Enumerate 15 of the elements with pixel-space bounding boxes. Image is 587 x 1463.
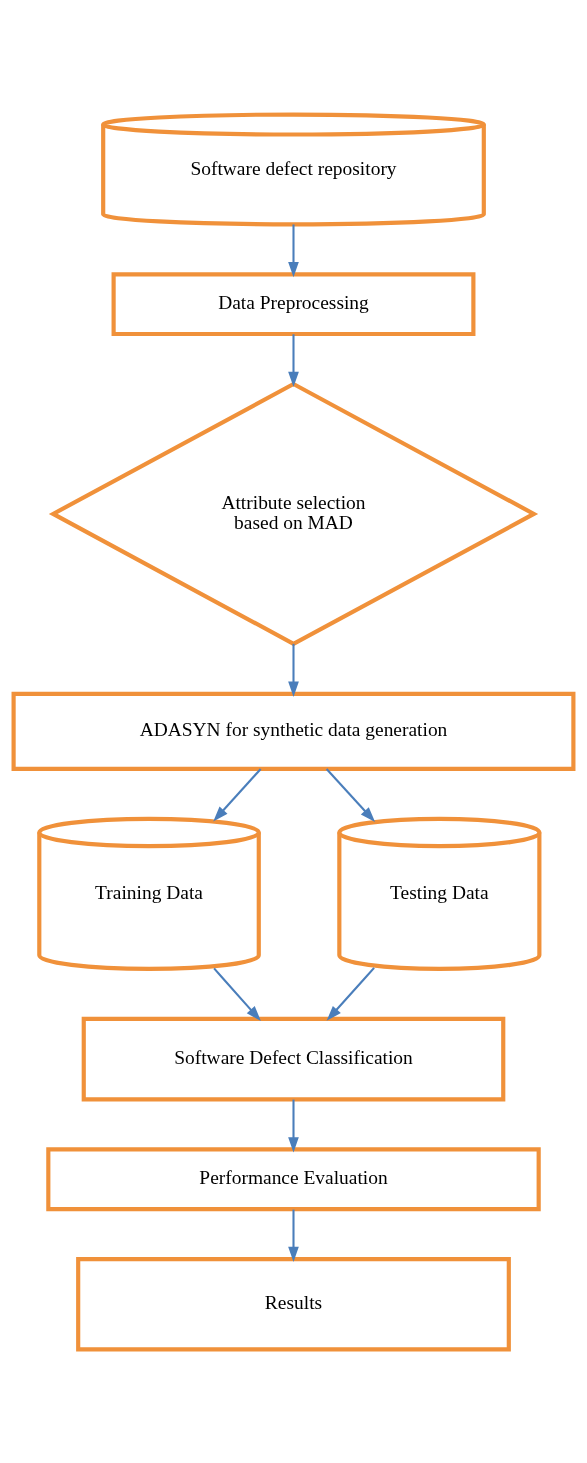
- arrow: [288, 1099, 299, 1153]
- arrow: [288, 224, 299, 277]
- node-diamond: Attribute selection based on MAD: [48, 381, 539, 646]
- arrow: [288, 1209, 299, 1262]
- node-box: Results: [76, 1256, 511, 1352]
- node-box: Performance Evaluation: [46, 1146, 541, 1211]
- arrow: [326, 966, 375, 1021]
- node-box: Data Preprocessing: [111, 271, 476, 336]
- arrow: [213, 767, 262, 821]
- arrow: [288, 333, 299, 387]
- arrow: [213, 967, 261, 1021]
- arrow: [288, 643, 299, 697]
- node-box: ADASYN for synthetic data generation: [11, 691, 576, 771]
- node-box: Software Defect Classification: [81, 1016, 506, 1101]
- arrow: [325, 767, 376, 822]
